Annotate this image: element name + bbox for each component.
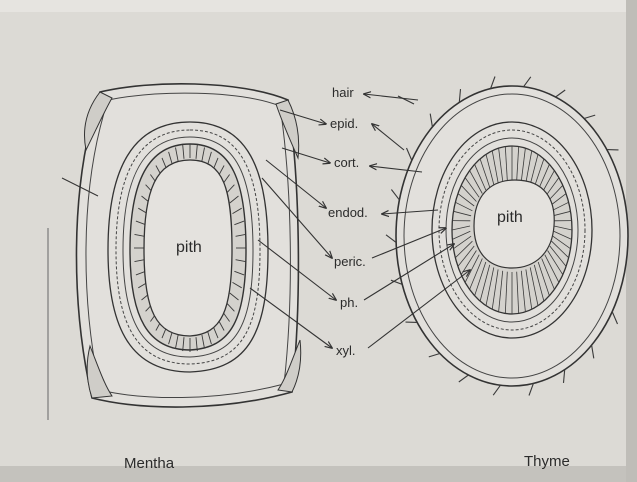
page-top-shade xyxy=(0,0,637,12)
mentha-pith-label: pith xyxy=(176,239,202,256)
caption-thyme: Thyme xyxy=(524,453,570,470)
label-xyl: xyl. xyxy=(336,343,356,358)
label-ph: ph. xyxy=(340,295,358,310)
label-peric: peric. xyxy=(334,254,366,269)
label-epid: epid. xyxy=(330,116,358,131)
label-cort: cort. xyxy=(334,155,359,170)
label-endod: endod. xyxy=(328,205,368,220)
caption-mentha: Mentha xyxy=(124,455,175,472)
thyme-pith-label: pith xyxy=(497,209,523,226)
label-hair: hair xyxy=(332,85,354,100)
